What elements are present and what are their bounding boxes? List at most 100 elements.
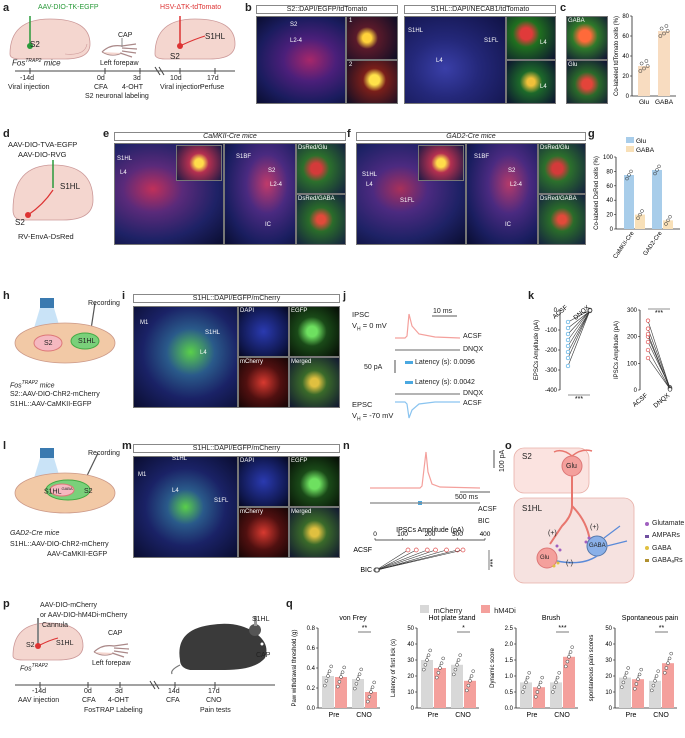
- data-point: [452, 672, 456, 677]
- data-point: [565, 343, 571, 349]
- data-point: [337, 680, 342, 684]
- panel-label-o: o: [505, 440, 512, 452]
- x-tick-label: GABA: [655, 99, 674, 106]
- data-point: [323, 683, 327, 688]
- data-point: [637, 672, 642, 677]
- timeline-day: -14d: [20, 75, 35, 82]
- data-point: [645, 339, 651, 345]
- y-axis-title: Latency of first lick (s): [391, 639, 397, 697]
- stain-label: GABA: [568, 18, 585, 24]
- y-axis-title: Co-labeled DsRed cells (%): [594, 156, 600, 230]
- bar: [619, 677, 631, 708]
- data-point: [645, 64, 650, 68]
- region-label: S1FL: [484, 38, 499, 44]
- micrograph: [238, 456, 289, 507]
- x-tick-label: GAD2-Cre: [643, 230, 664, 257]
- significance-label: ***: [490, 559, 497, 567]
- micrograph: [289, 456, 340, 507]
- y-tick-label: -200: [545, 348, 558, 354]
- data-point: [625, 176, 629, 181]
- pair-line: [647, 349, 671, 390]
- timeline-label: CFA: [94, 84, 108, 91]
- panel-label-d: d: [3, 128, 10, 140]
- micrograph: [238, 357, 289, 408]
- mouse-label: FosTRAP2 mice: [10, 380, 55, 390]
- micrograph: [238, 306, 289, 357]
- y-tick-label: 0.2: [307, 686, 316, 692]
- data-point: [668, 215, 672, 219]
- data-point: [565, 355, 571, 361]
- channel-label: DAPI: [240, 458, 255, 464]
- micrograph: [538, 194, 586, 245]
- time-scale-label: 500 ms: [455, 494, 478, 501]
- region-label: L4: [200, 350, 207, 356]
- data-point: [664, 222, 668, 226]
- data-point: [527, 671, 531, 675]
- panel-title: S1HL::DAPI/EGFP/mCherry: [133, 294, 340, 303]
- panel-label-k: k: [528, 290, 535, 302]
- panel-label-b: b: [245, 2, 252, 14]
- y-tick-label: 0: [411, 706, 415, 712]
- panel-label-g: g: [588, 128, 595, 140]
- forepaw-label: Left forepaw: [100, 60, 139, 67]
- s2-label: S2: [15, 218, 25, 227]
- micrograph: [296, 194, 346, 245]
- recording-label: Recording: [88, 450, 120, 457]
- data-point: [552, 685, 557, 689]
- x-tick-label: DNQX: [652, 392, 671, 410]
- panel-title: GAD2-Cre mice: [356, 132, 586, 141]
- data-point: [645, 355, 651, 361]
- channel-label: mCherry: [240, 359, 264, 365]
- data-point: [557, 671, 561, 675]
- data-point: [422, 667, 426, 672]
- channel-label: Merged: [291, 509, 312, 515]
- trace-label: BIC: [478, 518, 490, 525]
- s1hl-label: S1HL: [56, 640, 74, 647]
- data-point: [627, 173, 631, 177]
- construct-label: S2::AAV-DIO-ChR2-mCherry: [10, 391, 100, 398]
- y-tick-label: 80: [622, 14, 629, 20]
- panel-label-e: e: [103, 128, 110, 140]
- data-point: [537, 685, 541, 689]
- y-tick-label: -300: [545, 368, 558, 374]
- data-point: [538, 680, 543, 685]
- channel-label: DAPI: [240, 308, 255, 314]
- bar: [550, 682, 562, 708]
- x-tick-label: CaMKII-Cre: [613, 230, 636, 260]
- data-point: [662, 31, 666, 36]
- data-point: [521, 690, 525, 694]
- data-point: [567, 655, 571, 659]
- legend: mCherry hM4Di: [420, 600, 516, 618]
- data-point: [425, 658, 429, 662]
- data-point: [639, 61, 644, 66]
- cap-label: CAP: [118, 32, 133, 39]
- data-point: [651, 683, 656, 688]
- x-tick-label: 300: [452, 531, 463, 538]
- timeline-axis: [15, 66, 235, 76]
- data-point: [428, 648, 432, 653]
- trace-label: ACSF: [478, 506, 497, 513]
- construct-label: AAV-CaMKII-EGFP: [47, 551, 108, 558]
- data-point: [667, 656, 672, 661]
- data-point: [565, 363, 571, 369]
- legend-swatch: [420, 604, 429, 613]
- y-tick-label: 10: [605, 690, 612, 696]
- y-tick-label: BIC: [360, 567, 372, 574]
- channel-label: EGFP: [291, 308, 308, 314]
- trace-label: ACSF: [463, 333, 482, 340]
- data-point: [664, 24, 669, 28]
- micrograph: [538, 143, 586, 194]
- region-label: S1HL: [362, 172, 378, 178]
- timeline-day: 3d: [133, 75, 141, 82]
- region-label: L4: [540, 84, 547, 90]
- panel-label-c: c: [560, 2, 567, 14]
- pair-line: [375, 549, 428, 571]
- panel-title: S1HL::DAPI/EGFP/mCherry: [133, 444, 340, 453]
- y-tick-label: 0.0: [307, 706, 316, 712]
- vector-text: HSV-ΔTK-tdTomato: [160, 4, 222, 11]
- epsc-label: EPSC: [352, 400, 373, 409]
- trace-label: DNQX: [463, 390, 484, 397]
- region-label: S2: [508, 168, 516, 174]
- data-point: [654, 674, 659, 678]
